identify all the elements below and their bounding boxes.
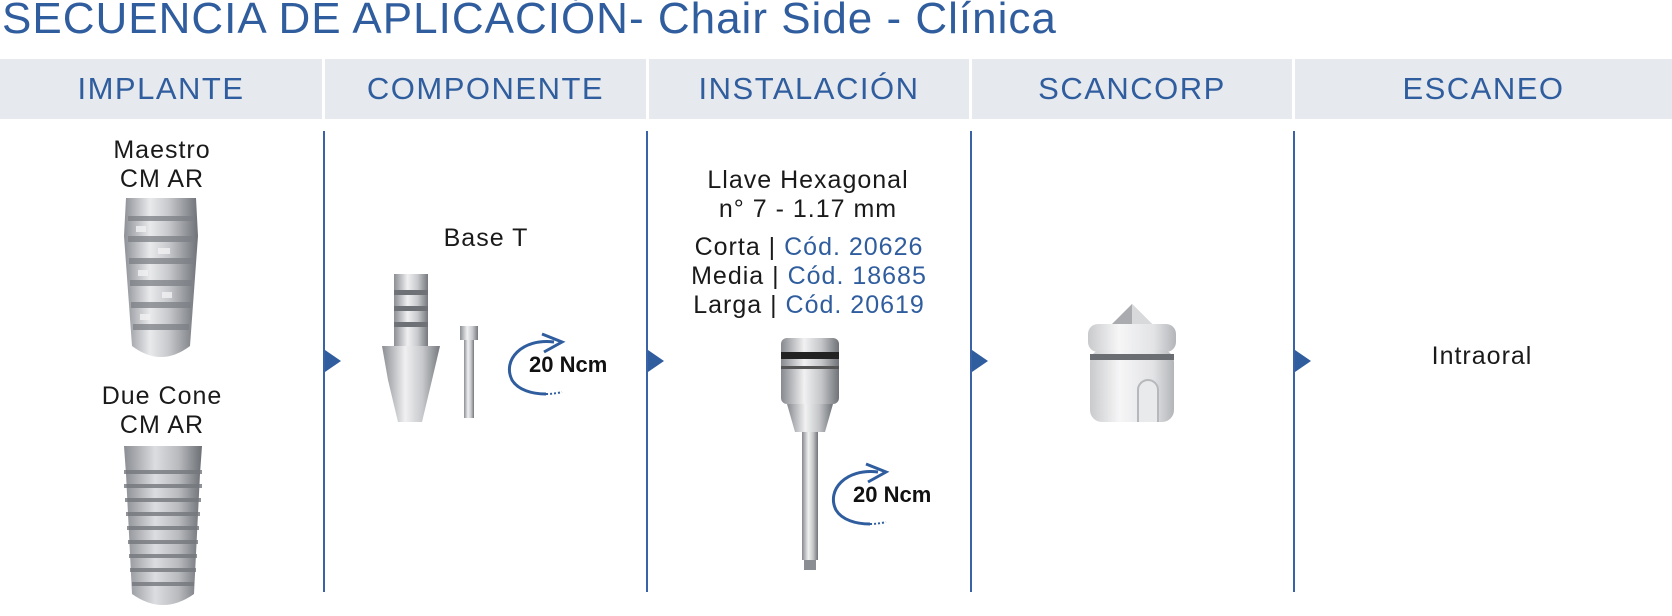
implant-due-cone-line2: CM AR [119,411,205,439]
sequence-arrow-icon [972,350,988,372]
header-escaneo: ESCANEO [1295,59,1672,119]
implant-maestro-label: Maestro CM AR [62,136,262,194]
column-divider [323,131,325,592]
key-variant-list: Corta | Cód. 20626 Media | Cód. 18685 La… [648,233,970,320]
column-divider [646,131,648,592]
variant-code: Cód. 20626 [784,233,924,261]
implant-due-cone-image [124,446,202,605]
variant-name: Larga | [693,291,778,319]
key-name-line2: n° 7 - 1.17 mm [718,195,898,223]
implant-due-cone-line1: Due Cone [101,382,223,410]
torque-rotation-icon [507,332,566,396]
key-name: Llave Hexagonal n° 7 - 1.17 mm [658,166,958,224]
component-label: Base T [443,224,529,252]
page-title: SECUENCIA DE APLICACIÓN- Chair Side - Cl… [2,0,1057,43]
sequence-arrow-icon [648,350,664,372]
component-torque-label: 20 Ncm [529,352,608,377]
installation-torque-label: 20 Ncm [853,482,932,507]
sequence-arrow-icon [325,350,341,372]
key-variant-row: Media | Cód. 18685 [648,262,970,291]
hex-key-image [781,338,839,570]
variant-name: Media | [691,262,780,290]
implant-maestro-image [124,198,198,357]
escaneo-label: Intraoral [1431,342,1533,370]
scancorp-image [1088,304,1176,422]
torque-rotation-icon [831,462,890,526]
column-divider [970,131,972,592]
key-variant-row: Corta | Cód. 20626 [648,233,970,262]
variant-code: Cód. 18685 [787,262,927,290]
header-instalacion: INSTALACIÓN [649,59,969,119]
header-scancorp: SCANCORP [972,59,1292,119]
sequence-arrow-icon [1295,350,1311,372]
header-componente: COMPONENTE [325,59,646,119]
variant-name: Corta | [694,233,777,261]
column-header-row: IMPLANTE COMPONENTE INSTALACIÓN SCANCORP… [0,59,1672,119]
variant-code: Cód. 20619 [785,291,925,319]
base-t-component-image [382,274,478,422]
key-variant-row: Larga | Cód. 20619 [648,291,970,320]
implant-maestro-line1: Maestro [113,136,211,164]
key-name-line1: Llave Hexagonal [707,166,909,194]
header-implante: IMPLANTE [0,59,322,119]
implant-maestro-line2: CM AR [119,165,205,193]
column-divider [1293,131,1295,592]
implant-due-cone-label: Due Cone CM AR [62,382,262,440]
